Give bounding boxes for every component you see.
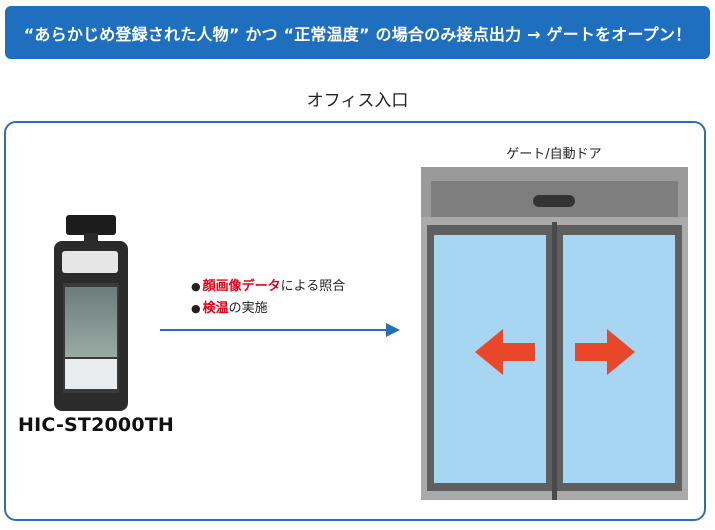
door-sensor <box>533 195 575 207</box>
automatic-door <box>421 167 688 500</box>
top-banner: “あらかじめ登録された人物” かつ “正常温度” の場合のみ接点出力 → ゲート… <box>5 6 710 59</box>
device-name: HIC-ST2000TH <box>18 414 175 436</box>
feature-item: ●検温の実施 <box>191 298 345 320</box>
banner-text: “あらかじめ登録された人物” かつ “正常温度” の場合のみ接点出力 → ゲート… <box>23 24 692 44</box>
bullet-icon: ● <box>191 302 201 315</box>
terminal-camera <box>66 215 116 235</box>
flow-arrow-icon <box>160 323 400 337</box>
left-arrow-icon <box>475 329 535 375</box>
feature-text: の実施 <box>228 301 268 316</box>
feature-item: ●顔画像データによる照合 <box>191 276 345 298</box>
feature-highlight: 顔画像データ <box>202 279 281 294</box>
door-divider <box>552 222 557 500</box>
face-terminal-icon <box>40 215 140 415</box>
terminal-result-panel <box>65 359 117 389</box>
terminal-light-bar <box>62 251 118 273</box>
office-frame <box>4 121 706 521</box>
bullet-icon: ● <box>191 280 201 293</box>
gate-title: ゲート/自動ドア <box>506 147 602 162</box>
right-arrow-icon <box>575 329 635 375</box>
feature-text: による照合 <box>280 279 346 294</box>
feature-highlight: 検温 <box>202 301 229 316</box>
terminal-camera-stem <box>84 233 98 243</box>
feature-list: ●顔画像データによる照合 ●検温の実施 <box>191 276 345 320</box>
terminal-face-preview <box>65 287 117 357</box>
office-entrance-title: オフィス入口 <box>306 91 409 111</box>
